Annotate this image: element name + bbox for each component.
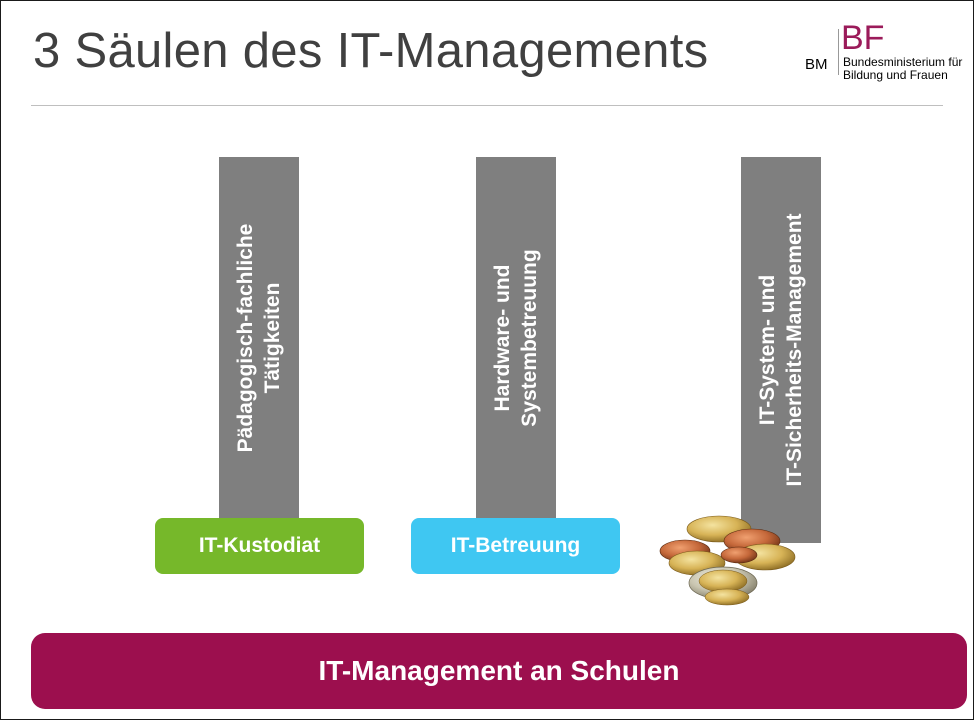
logo-line-2: Bildung und Frauen <box>843 68 948 82</box>
logo-line-1: Bundesministerium für <box>843 55 963 69</box>
pillar-label-line-1: Hardware- und <box>491 264 514 412</box>
pillar-label-line-2: IT-Sicherheits-Management <box>783 213 806 487</box>
pillar-label: IT-System- und IT-Sicherheits-Management <box>754 213 808 486</box>
pillar-paedagogisch: Pädagogisch-fachliche Tätigkeiten <box>219 157 299 519</box>
it-kustodiat-box: IT-Kustodiat <box>155 518 364 574</box>
pillar-it-system: IT-System- und IT-Sicherheits-Management <box>741 157 821 543</box>
coins-icon <box>659 515 796 606</box>
logo-ministry-name: Bundesministerium für Bildung und Frauen <box>843 56 962 82</box>
pillar-label-line-2: Tätigkeiten <box>261 282 284 394</box>
logo-divider <box>838 29 839 75</box>
pillar-label: Hardware- und Systembetreuung <box>489 249 543 426</box>
pillar-label-line-2: Systembetreuung <box>518 249 541 427</box>
pillar-hardware: Hardware- und Systembetreuung <box>476 157 556 519</box>
title-divider <box>31 105 943 106</box>
it-management-base: IT-Management an Schulen <box>31 633 967 709</box>
pillar-label-line-1: IT-System- und <box>756 274 779 426</box>
logo-bf: BF <box>841 19 885 57</box>
logo-bm: BM <box>805 56 828 73</box>
it-betreuung-box: IT-Betreuung <box>411 518 620 574</box>
slide-title: 3 Säulen des IT-Managements <box>33 24 709 78</box>
pillar-label: Pädagogisch-fachliche Tätigkeiten <box>232 224 286 453</box>
bmbf-logo: BM BF Bundesministerium für Bildung und … <box>805 21 965 89</box>
pillar-label-line-1: Pädagogisch-fachliche <box>234 223 257 453</box>
